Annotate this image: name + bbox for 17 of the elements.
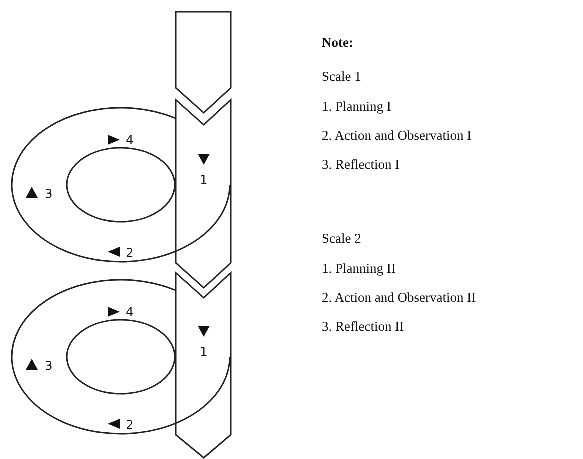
step-number: 2: [126, 419, 134, 431]
step-number: 3: [45, 360, 53, 372]
step-number: 1: [200, 346, 208, 358]
step-number: 4: [126, 134, 134, 146]
note-text: 3. Reflection II: [322, 320, 404, 334]
note-text: Scale 1: [322, 70, 362, 84]
step-number: 3: [45, 188, 53, 200]
note-text: Scale 2: [322, 232, 362, 246]
note-text: 1. Planning II: [322, 262, 396, 276]
note-text: 2. Action and Observation I: [322, 129, 472, 142]
note-text: 3. Reflection I: [322, 158, 400, 172]
note-text: 1. Planning I: [322, 100, 392, 114]
step-number: 2: [126, 247, 134, 259]
step-number: 4: [126, 306, 134, 318]
note-text: 2. Action and Observation II: [322, 291, 476, 304]
step-number: 1: [200, 174, 208, 186]
note-heading: Note:: [322, 36, 354, 50]
